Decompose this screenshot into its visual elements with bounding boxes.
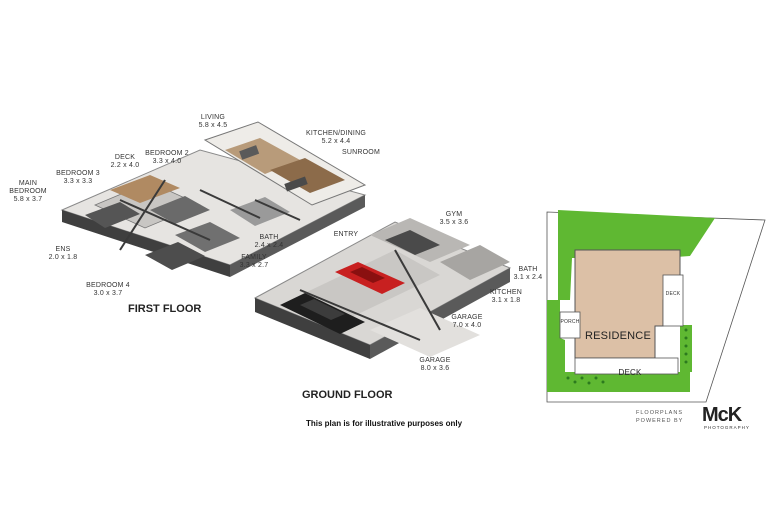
deck-bottom-label: DECK [618,368,642,377]
porch-label: PORCH [560,319,580,325]
logo-sub: PHOTOGRAPHY [704,425,750,430]
disclaimer-text: This plan is for illustrative purposes o… [305,419,463,428]
logo-line2: POWERED BY [636,418,684,424]
ground-floor-model [253,218,512,359]
label-entry: ENTRY [333,231,359,238]
red-car [335,262,405,294]
deck-side-label: DECK [665,291,681,297]
logo-brand: McK [702,404,742,426]
logo-line1: FLOORPLANS [636,410,683,416]
black-car [280,293,365,334]
residence-label: RESIDENCE [585,330,651,342]
ground-floor-title: GROUND FLOOR [302,389,393,401]
site-plan [546,210,766,403]
label-sunroom: SUNROOM [342,149,380,156]
first-floor-title: FIRST FLOOR [128,303,202,315]
first-floor-model [60,121,367,277]
